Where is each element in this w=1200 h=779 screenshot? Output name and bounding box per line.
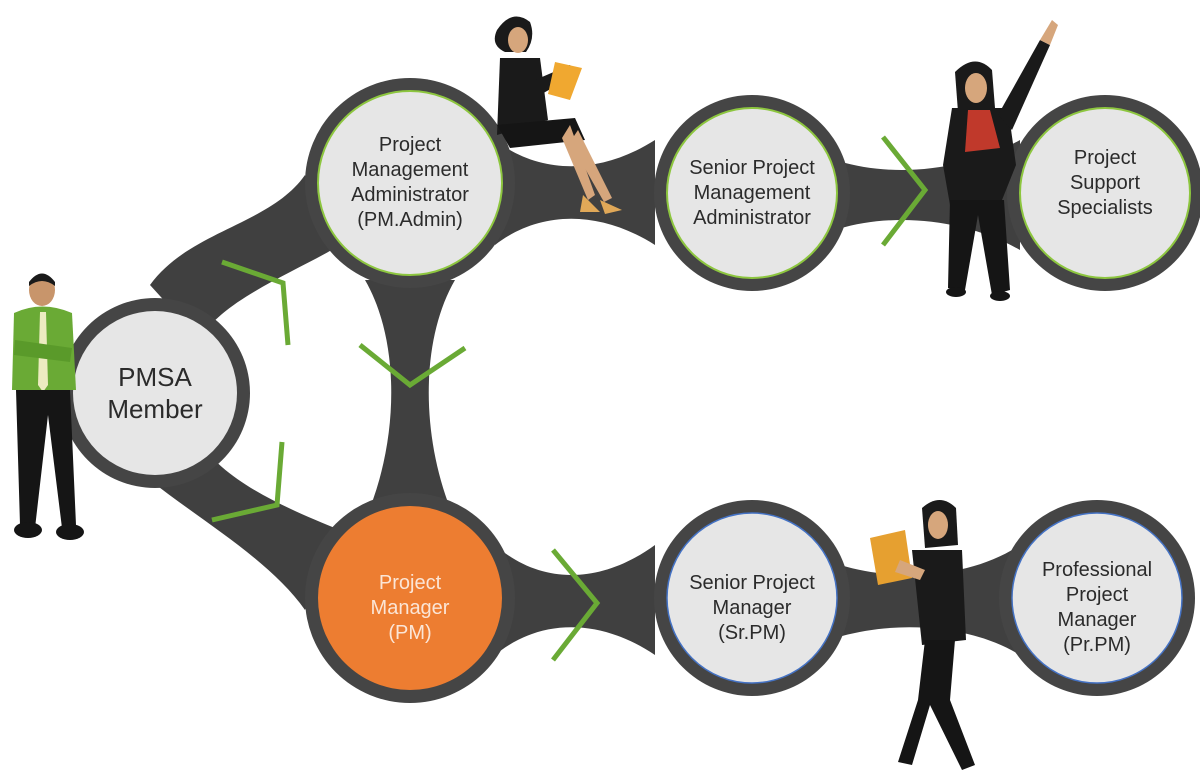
- node-pr-pm: [999, 500, 1195, 696]
- arrow-sr-pm-admin-to-pss: [881, 135, 929, 247]
- arrows: [211, 135, 929, 662]
- connector-pm-admin-to-sr-pm-admin: [495, 140, 655, 245]
- node-pm: [305, 493, 515, 703]
- man-green-shirt-icon: [12, 273, 84, 540]
- node-sr-pm-admin: [654, 95, 850, 291]
- woman-pointing-icon: [943, 20, 1058, 301]
- connector-pm-admin-to-pm: [365, 280, 455, 520]
- node-pss: [1007, 95, 1200, 291]
- arrow-pm-to-sr-pm: [551, 548, 601, 662]
- connector-pmsa-to-pm-admin: [150, 175, 340, 340]
- connector-pm-to-sr-pm: [495, 545, 655, 655]
- woman-phone-folder-icon: [870, 500, 975, 770]
- arrow-pmsa-to-pm-admin: [221, 259, 291, 346]
- node-pmsa: [60, 298, 250, 488]
- seated-woman-clipboard-icon: [494, 16, 622, 214]
- connector-pmsa-to-pm: [150, 440, 340, 610]
- node-pm-admin: [305, 78, 515, 288]
- arrow-pmsa-to-pm: [211, 441, 285, 523]
- node-sr-pm: [654, 500, 850, 696]
- arrow-pm-admin-to-pm: [358, 343, 467, 389]
